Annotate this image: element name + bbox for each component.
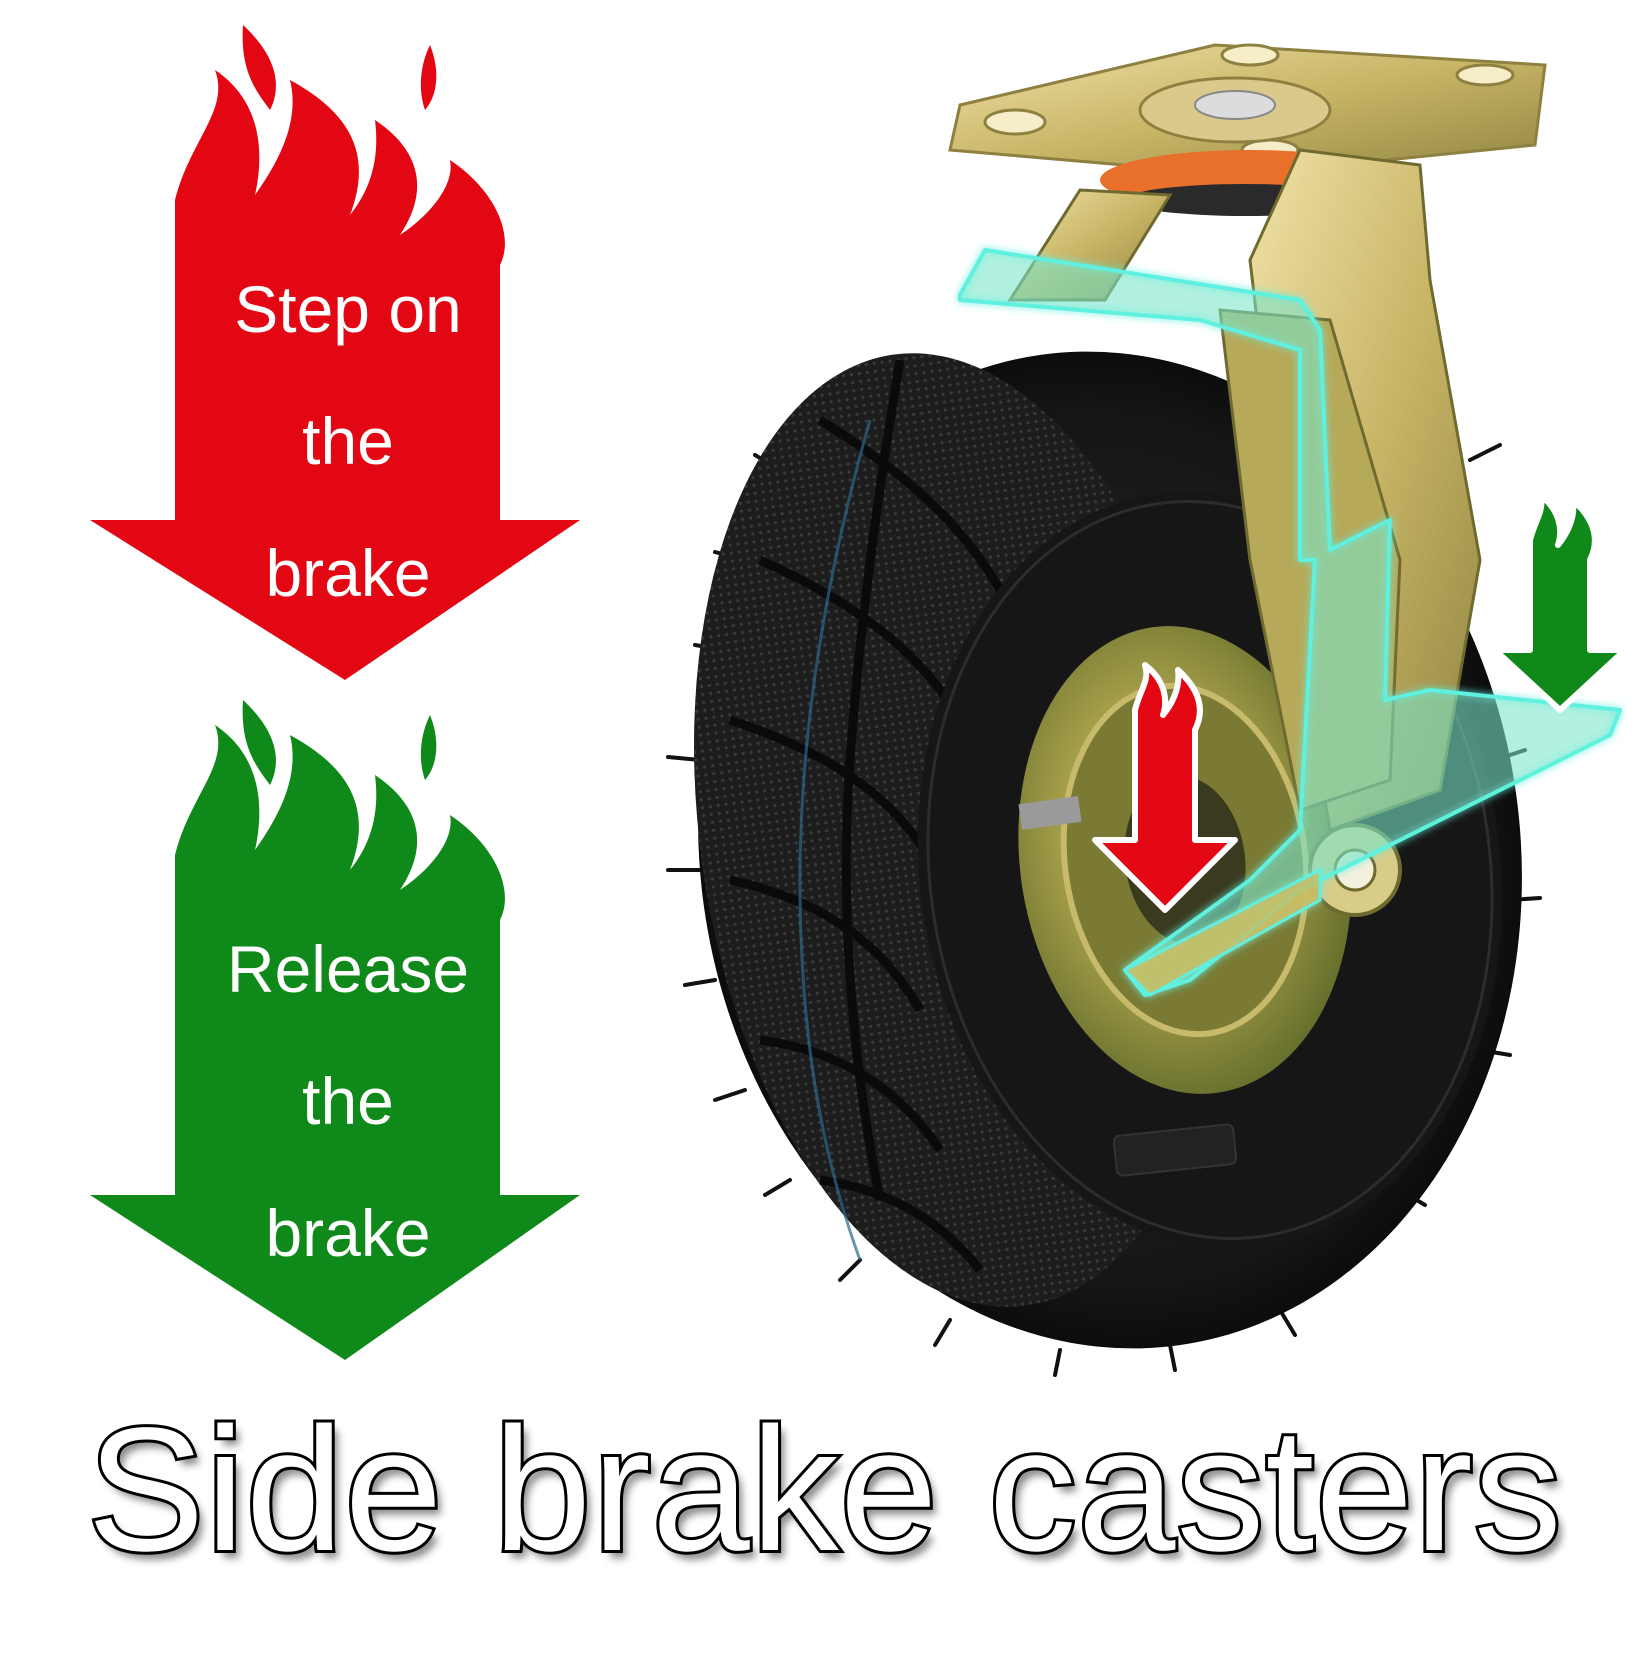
step-line-3: brake — [265, 536, 431, 610]
release-line-2: the — [302, 1064, 394, 1138]
step-line-1: Step on — [234, 272, 462, 346]
caption-title: Side brake casters — [84, 1389, 1565, 1591]
release-line-3: brake — [265, 1196, 431, 1270]
step-line-2: the — [302, 404, 394, 478]
release-arrow-icon — [90, 700, 580, 1360]
top-plate — [948, 43, 1547, 216]
small-release-arrow-icon — [1492, 492, 1628, 713]
step-arrow-icon — [90, 25, 580, 680]
release-arrow-label: Release the brake — [128, 903, 568, 1299]
small-step-arrow-icon — [1092, 662, 1238, 913]
release-line-1: Release — [226, 932, 470, 1006]
brake-lever-highlight — [958, 248, 1622, 997]
step-arrow-label: Step on the brake — [128, 243, 568, 639]
